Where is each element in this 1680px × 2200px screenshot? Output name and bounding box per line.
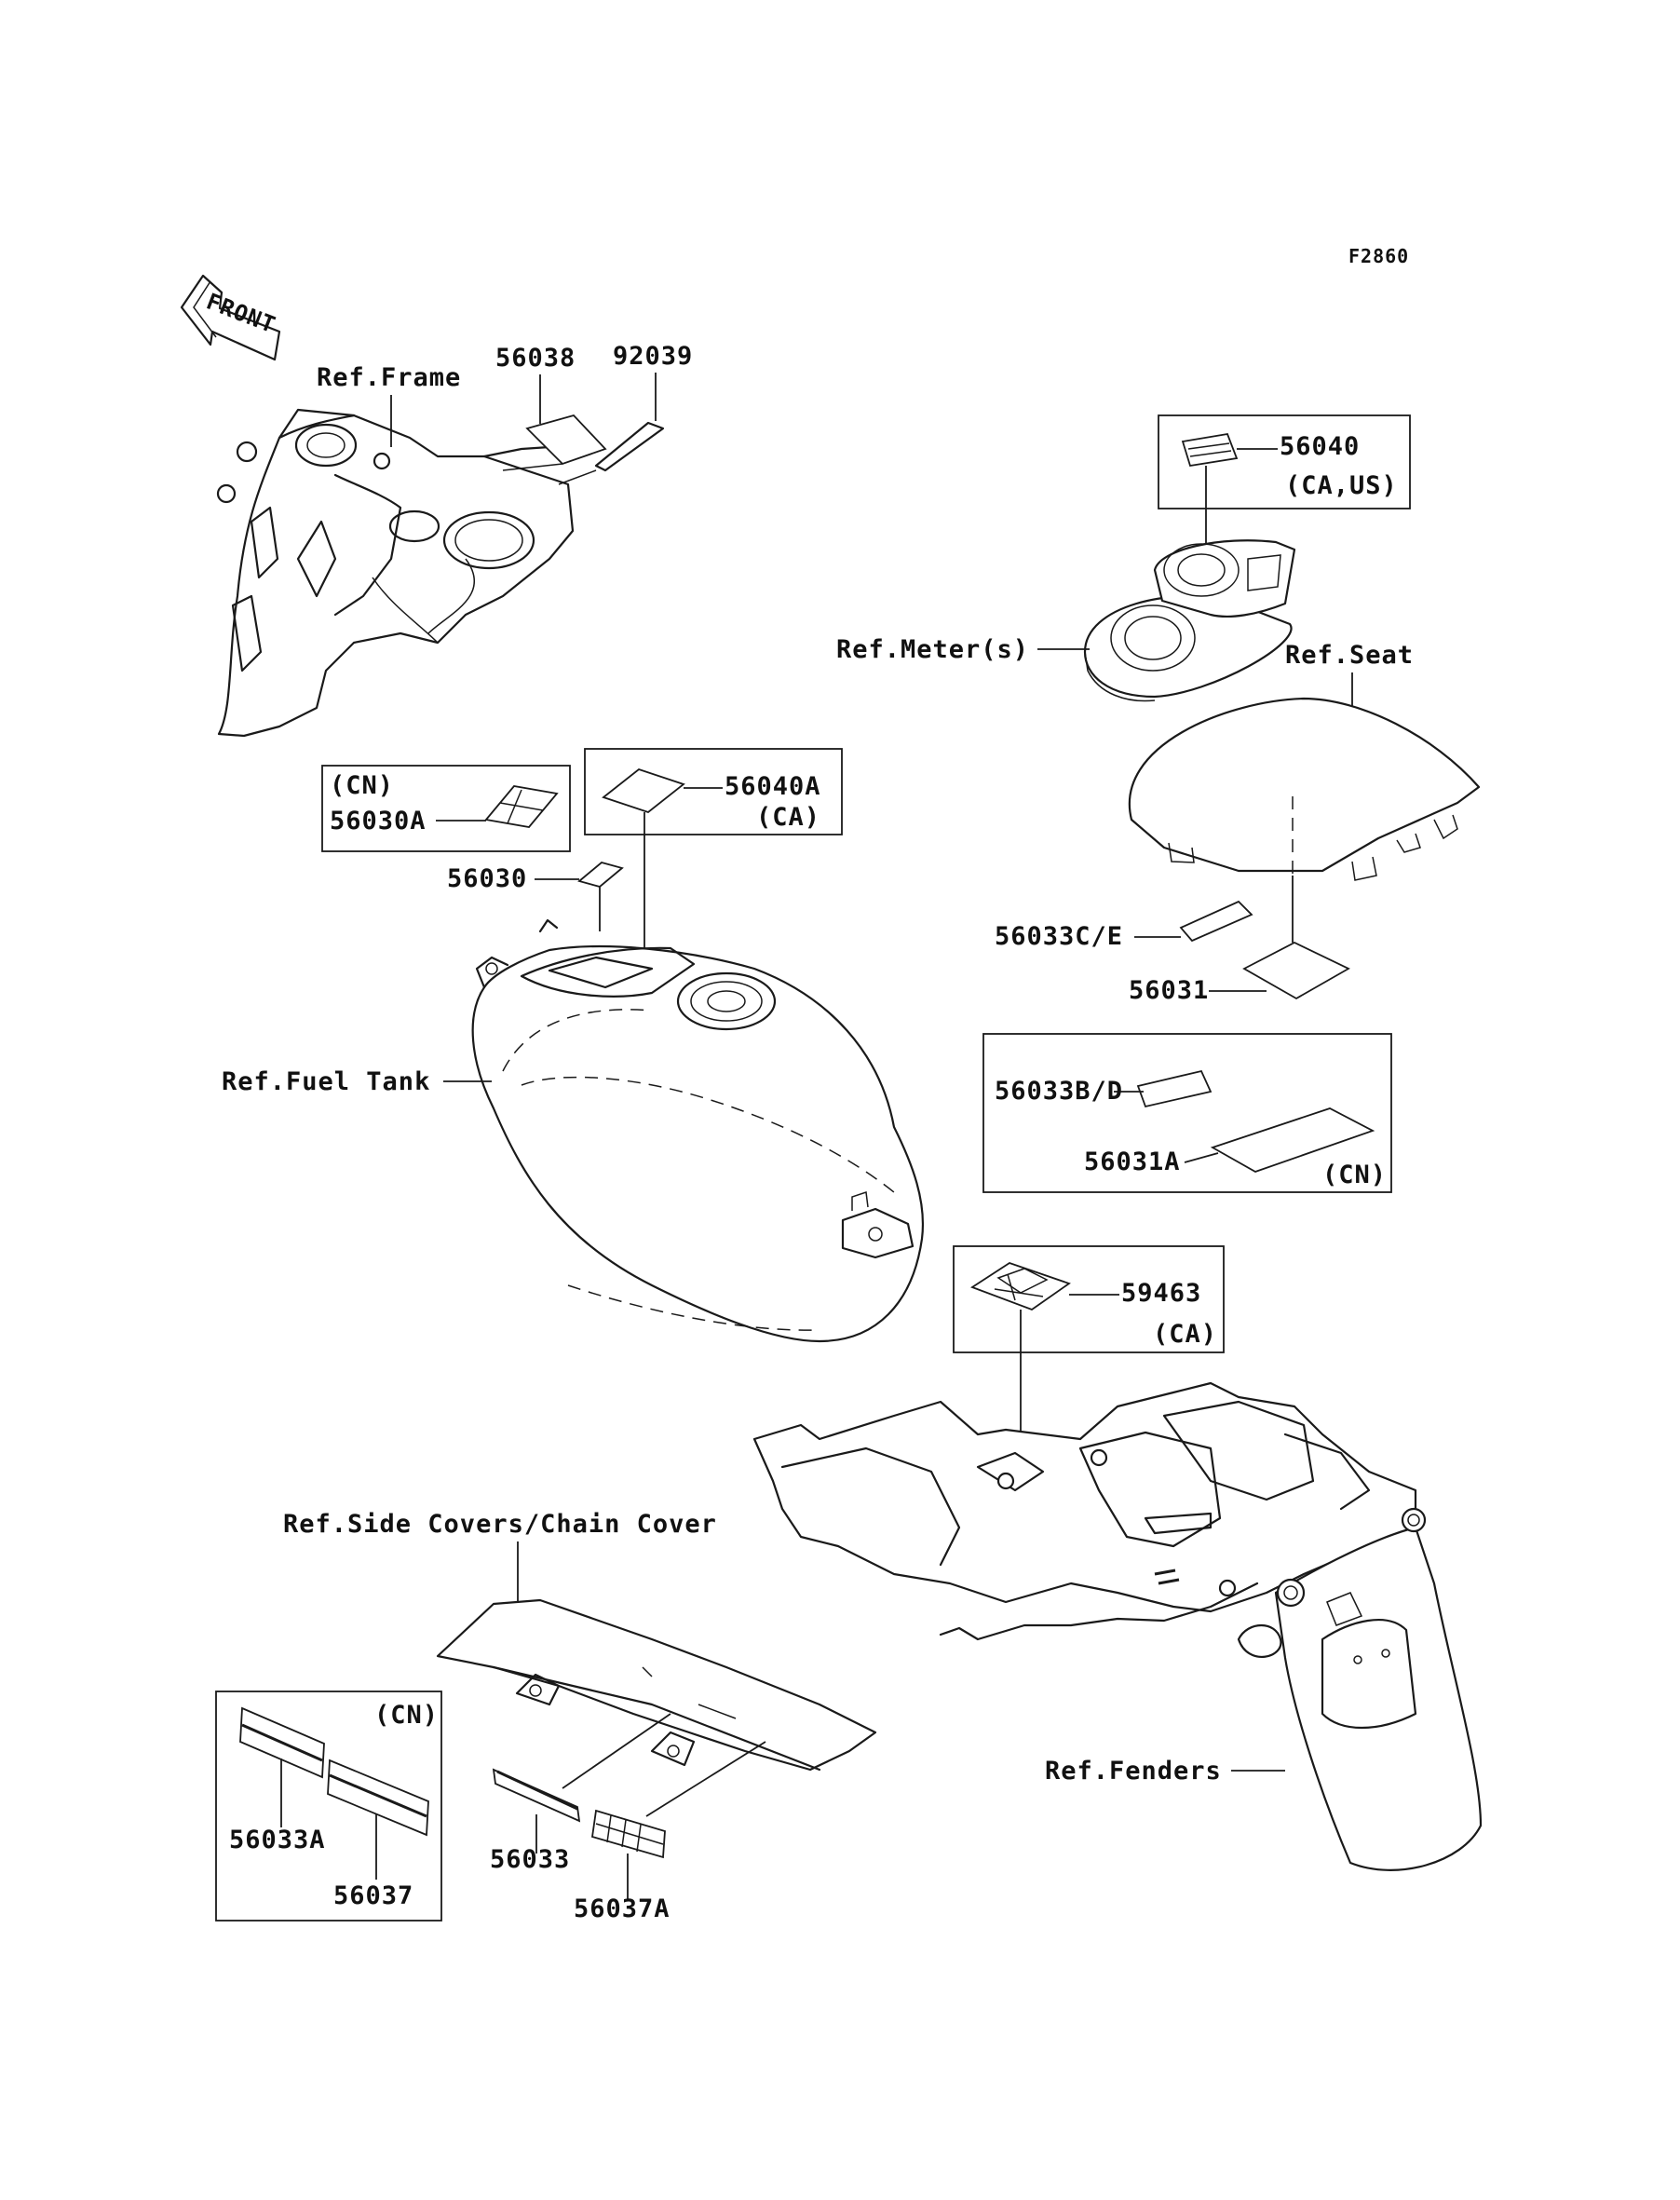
bolt-92039 [558, 421, 665, 485]
label-56033a: 56033A [229, 1826, 326, 1854]
label-56030: 56030 [447, 864, 527, 893]
label-56040-region: (CA,US) [1285, 471, 1398, 500]
ref-meter-label: Ref.Meter(s) [836, 635, 1029, 664]
decal-56033ce [1179, 900, 1253, 943]
decal-56033bd [1136, 1069, 1213, 1108]
fenders-drawing [752, 1381, 1483, 1871]
decal-56033 [492, 1768, 581, 1823]
box-59463 [953, 1245, 1225, 1353]
label-cn-mid: (CN) [1322, 1161, 1387, 1189]
label-56031: 56031 [1129, 976, 1209, 1005]
box-56040a [584, 748, 843, 835]
bracket-56038 [502, 414, 607, 471]
label-56040a-region: (CA) [756, 803, 820, 832]
ref-frame-label: Ref.Frame [317, 363, 461, 392]
label-56040a: 56040A [725, 772, 821, 801]
decal-56031a [1210, 1107, 1375, 1173]
ref-fenders-label: Ref.Fenders [1045, 1757, 1222, 1786]
label-56038: 56038 [495, 344, 576, 373]
label-cn-bottom: (CN) [374, 1701, 439, 1730]
figure-code: F2860 [1348, 245, 1409, 267]
label-59463-region: (CA) [1153, 1320, 1217, 1349]
box-cn-bottom [215, 1691, 442, 1922]
ref-seat-label: Ref.Seat [1285, 641, 1414, 670]
label-56033ce: 56033C/E [995, 922, 1123, 951]
seat-drawing [1128, 697, 1481, 881]
decal-56030 [577, 862, 624, 888]
box-cn-mid [982, 1033, 1392, 1193]
label-cn-top: (CN) [330, 771, 394, 800]
decal-56031 [1242, 941, 1350, 1000]
label-56037: 56037 [333, 1881, 413, 1910]
box-56040 [1158, 414, 1411, 509]
box-cn-top [321, 765, 571, 852]
label-56033: 56033 [490, 1845, 570, 1874]
frame-drawing [216, 408, 579, 738]
front-arrow: FRONT [180, 274, 281, 361]
decal-56037 [327, 1759, 429, 1837]
meter-drawing [1083, 539, 1296, 702]
chain-cover-drawing [436, 1598, 877, 1772]
label-56037a: 56037A [574, 1894, 671, 1923]
label-56033bd: 56033B/D [995, 1077, 1123, 1106]
label-59463: 59463 [1121, 1279, 1201, 1308]
label-56031a: 56031A [1084, 1148, 1181, 1176]
decal-59463 [970, 1262, 1071, 1311]
ref-side-covers-label: Ref.Side Covers/Chain Cover [283, 1510, 717, 1539]
fuel-tank-drawing [471, 918, 925, 1343]
label-56040: 56040 [1280, 432, 1360, 461]
label-56030a: 56030A [330, 807, 427, 835]
ref-fuel-tank-label: Ref.Fuel Tank [222, 1067, 430, 1096]
decal-56040 [1181, 432, 1239, 468]
label-92039: 92039 [613, 342, 693, 371]
decal-56040a [602, 767, 685, 814]
